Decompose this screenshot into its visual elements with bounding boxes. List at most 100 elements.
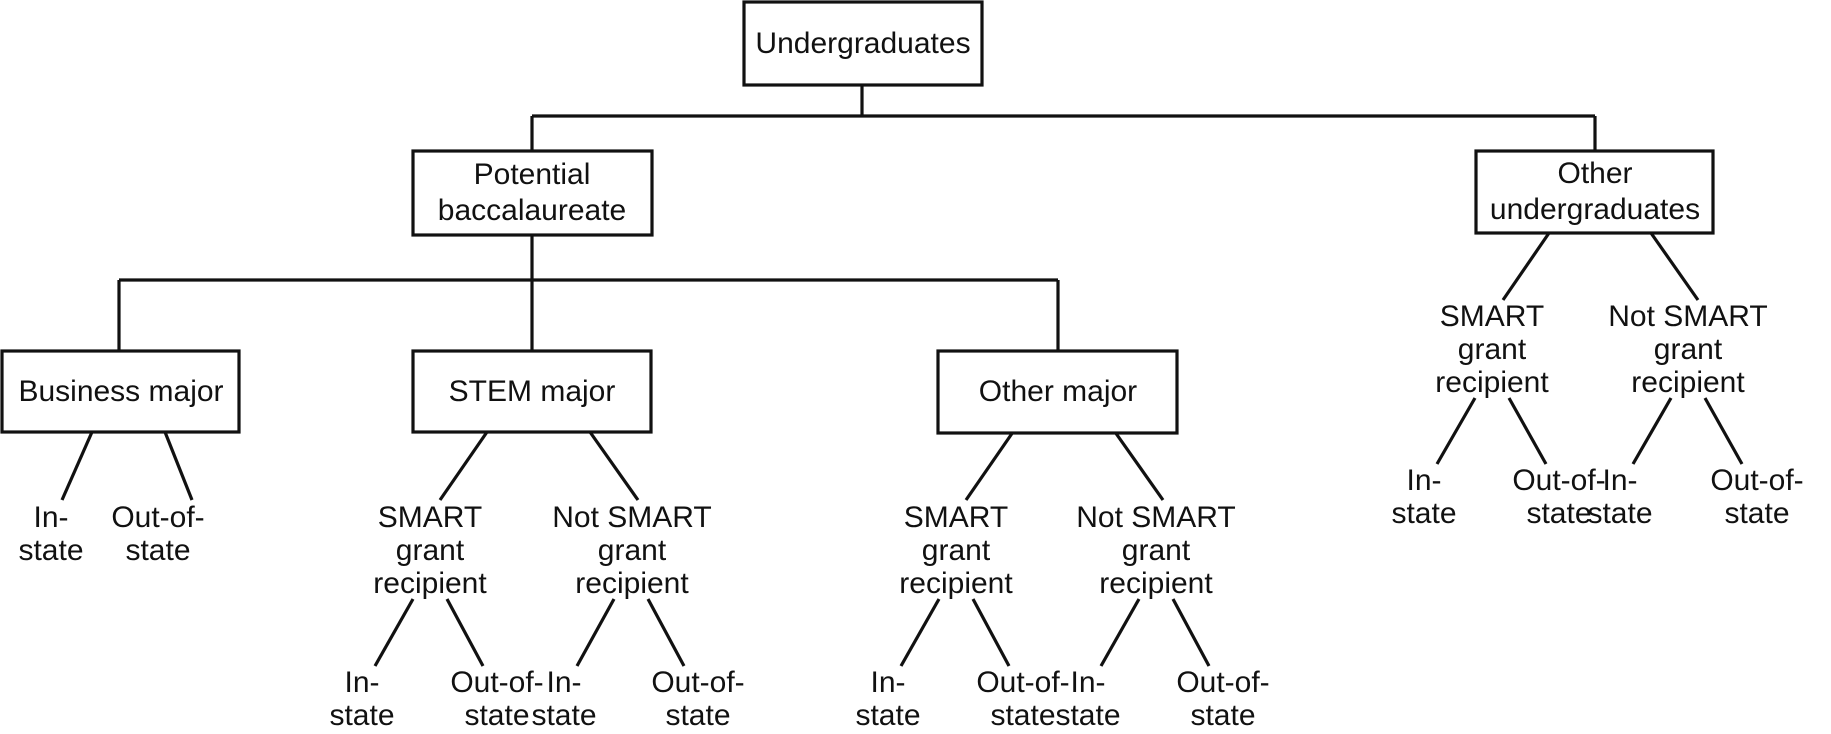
node-stem-major[interactable]: STEM major (411, 349, 653, 434)
leaf-label-line2: state (1055, 699, 1120, 732)
edge-group-level-2 (117, 235, 1060, 351)
edge-business-to-in-state (60, 431, 94, 501)
node-label-line1: Not SMART (1076, 501, 1235, 534)
edge-group-stem-smart-children (373, 598, 485, 667)
leaf-label-line2: state (855, 699, 920, 732)
edge-stem-smart-to-in-state (373, 598, 415, 667)
node-label-line3: recipient (899, 567, 1013, 600)
node-label-line3: recipient (1435, 366, 1549, 399)
node-label-line2: grant (1122, 534, 1191, 567)
node-label-line3: recipient (575, 567, 689, 600)
leaf-label-line2: state (1190, 699, 1255, 732)
node-other-major-smart-out-of-state[interactable]: Out-of- state (976, 666, 1069, 732)
edge-group-level-1 (530, 85, 1597, 151)
leaf-label-line1: In- (546, 666, 581, 699)
node-label-other-undergraduates-line2: undergraduates (1490, 193, 1700, 226)
node-box-other-undergraduates[interactable] (1474, 149, 1715, 235)
leaf-label-line2: state (1526, 497, 1591, 530)
edge-group-stem-major-children (438, 431, 640, 501)
node-other-undergrads-smart-grant-recipient[interactable]: SMART grant recipient (1435, 300, 1549, 399)
leaf-label-line1: In- (1070, 666, 1105, 699)
edge-stem-to-smart (438, 431, 489, 501)
node-other-major-not-smart-out-of-state[interactable]: Out-of- state (1176, 666, 1269, 732)
node-label-line2: grant (396, 534, 465, 567)
node-stem-smart-out-of-state[interactable]: Out-of- state (450, 666, 543, 732)
leaf-label-line1: Out-of- (1710, 464, 1803, 497)
node-box-business-major[interactable] (0, 349, 241, 434)
leaf-label-line2: state (1724, 497, 1789, 530)
edge-stem-smart-to-out-of-state (445, 598, 485, 667)
node-label-potential-baccalaureate-line1: Potential (474, 158, 591, 191)
edge-group-right-not-smart-children (1631, 397, 1744, 465)
node-other-major-not-smart-grant-recipient[interactable]: Not SMART grant recipient (1076, 501, 1235, 600)
leaf-label-line1: In- (870, 666, 905, 699)
node-box-potential-baccalaureate[interactable] (411, 149, 654, 237)
leaf-label-line1: In- (33, 501, 68, 534)
node-other-undergrads-smart-in-state[interactable]: In- state (1391, 464, 1456, 530)
node-label-potential-baccalaureate-line2: baccalaureate (438, 194, 626, 227)
node-label-line3: recipient (1631, 366, 1745, 399)
node-other-undergrads-not-smart-out-of-state[interactable]: Out-of- state (1710, 464, 1803, 530)
node-undergraduates[interactable]: Undergraduates (742, 0, 984, 87)
node-other-major-smart-grant-recipient[interactable]: SMART grant recipient (899, 501, 1013, 600)
node-stem-not-smart-out-of-state[interactable]: Out-of- state (651, 666, 744, 732)
edge-stem-not-smart-to-out-of-state (646, 598, 686, 667)
leaf-label-line2: state (18, 534, 83, 567)
leaf-label-line1: Out-of- (651, 666, 744, 699)
node-label-line1: SMART (904, 501, 1008, 534)
node-label-other-undergraduates-line1: Other (1557, 157, 1632, 190)
node-box-undergraduates[interactable] (742, 0, 984, 87)
node-business-in-state[interactable]: In- state (18, 501, 83, 567)
edge-group-other-major-children (964, 431, 1165, 501)
edge-right-smart-to-in-state (1435, 397, 1477, 465)
node-label-line2: grant (1654, 333, 1723, 366)
edge-group-stem-not-smart-children (575, 598, 686, 667)
node-label-undergraduates: Undergraduates (755, 27, 970, 60)
leaf-label-line2: state (990, 699, 1055, 732)
edge-group-other-smart-children (899, 598, 1011, 667)
node-stem-smart-in-state[interactable]: In- state (329, 666, 394, 732)
leaf-label-line2: state (464, 699, 529, 732)
leaf-label-line1: Out-of- (450, 666, 543, 699)
edge-other-major-to-not-smart (1113, 431, 1165, 501)
leaf-label-line2: state (1391, 497, 1456, 530)
leaf-label-line2: state (665, 699, 730, 732)
node-potential-baccalaureate[interactable]: Potential baccalaureate (411, 149, 654, 237)
edge-business-to-out-of-state (163, 431, 194, 501)
node-other-major[interactable]: Other major (936, 349, 1179, 435)
node-box-stem-major[interactable] (411, 349, 653, 434)
node-other-undergraduates[interactable]: Other undergraduates (1474, 149, 1715, 235)
node-label-line1: Not SMART (552, 501, 711, 534)
node-label-line1: SMART (378, 501, 482, 534)
node-other-undergrads-not-smart-grant-recipient[interactable]: Not SMART grant recipient (1608, 300, 1767, 399)
node-stem-not-smart-in-state[interactable]: In- state (531, 666, 596, 732)
leaf-label-line2: state (329, 699, 394, 732)
edge-other-not-smart-to-in-state (1099, 598, 1141, 667)
edge-stem-to-not-smart (588, 431, 640, 501)
edge-group-right-smart-children (1435, 397, 1548, 465)
edge-other-smart-to-in-state (899, 598, 941, 667)
leaf-label-line1: Out-of- (111, 501, 204, 534)
edge-right-not-smart-to-in-state (1631, 397, 1673, 465)
node-other-major-not-smart-in-state[interactable]: In- state (1055, 666, 1120, 732)
node-stem-smart-grant-recipient[interactable]: SMART grant recipient (373, 501, 487, 600)
edge-group-other-not-smart-children (1099, 598, 1211, 667)
node-label-other-major: Other major (979, 375, 1137, 408)
node-label-line3: recipient (1099, 567, 1213, 600)
node-label-line2: grant (922, 534, 991, 567)
leaf-label-line1: Out-of- (976, 666, 1069, 699)
node-other-undergrads-not-smart-in-state[interactable]: In- state (1587, 464, 1652, 530)
node-other-undergrads-smart-out-of-state[interactable]: Out-of- state (1512, 464, 1605, 530)
node-label-line2: grant (598, 534, 667, 567)
node-label-line1: Not SMART (1608, 300, 1767, 333)
node-other-major-smart-in-state[interactable]: In- state (855, 666, 920, 732)
node-stem-not-smart-grant-recipient[interactable]: Not SMART grant recipient (552, 501, 711, 600)
leaf-label-line1: Out-of- (1176, 666, 1269, 699)
node-label-business-major: Business major (18, 375, 223, 408)
node-business-major[interactable]: Business major (0, 349, 241, 434)
node-box-other-major[interactable] (936, 349, 1179, 435)
edge-right-smart-to-out-of-state (1507, 397, 1548, 465)
leaf-label-line1: Out-of- (1512, 464, 1605, 497)
node-business-out-of-state[interactable]: Out-of- state (111, 501, 204, 567)
